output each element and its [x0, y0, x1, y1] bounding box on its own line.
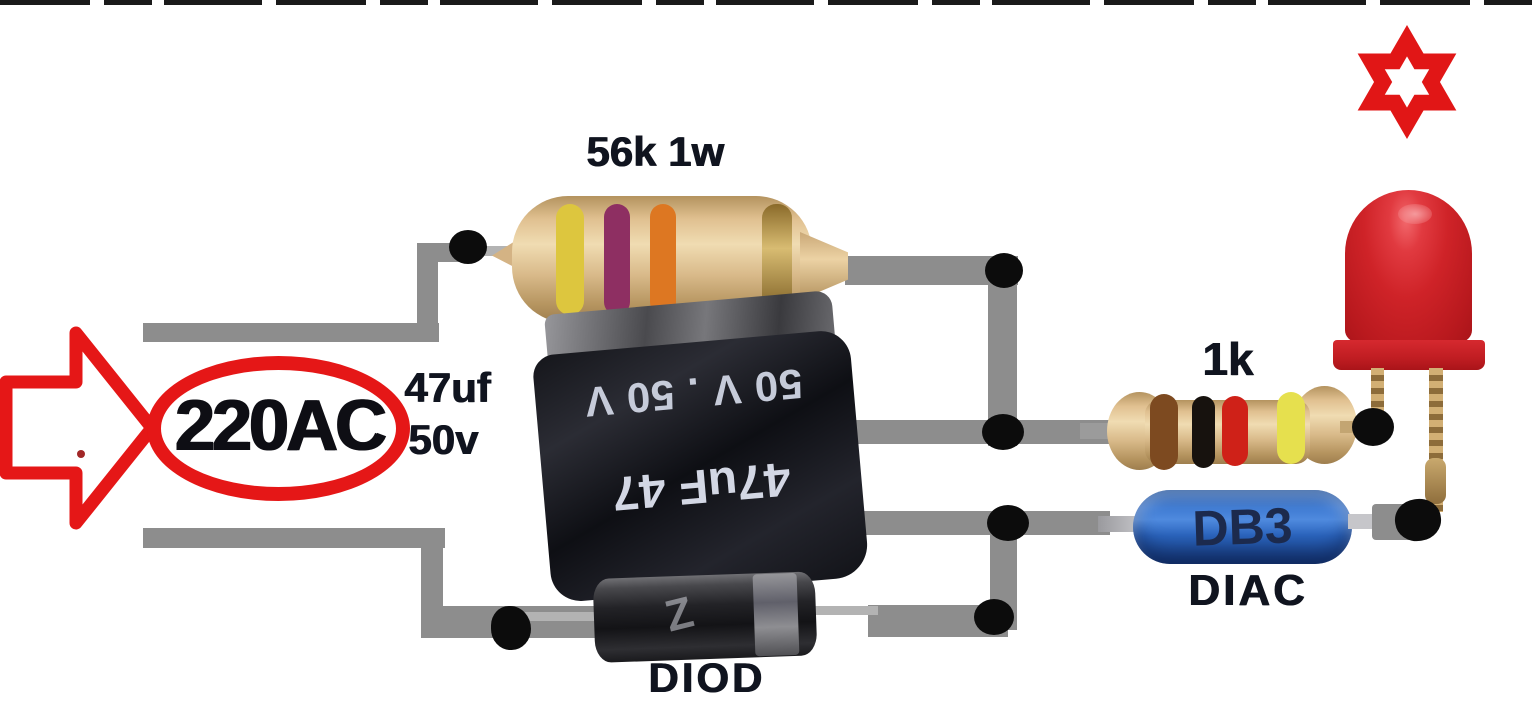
source-label: 220AC — [173, 385, 386, 466]
junction-dot — [985, 253, 1023, 288]
led-right-leg-solder — [1425, 458, 1446, 504]
led — [1330, 186, 1510, 516]
wire-source-top — [143, 323, 439, 342]
junction-dot — [491, 606, 531, 650]
color-band-yellow — [556, 204, 584, 315]
wire-bottom-left-vertical — [421, 528, 443, 638]
diac-print: DB3 — [1191, 497, 1294, 557]
diac: DB3 — [1095, 486, 1440, 578]
wire-middle — [850, 420, 1112, 444]
diode-cathode-band — [752, 572, 800, 657]
wire-source-top-vertical — [417, 243, 438, 342]
led-glint — [1398, 204, 1432, 224]
six-pointed-star-icon — [1357, 25, 1457, 139]
arrow-red-speck — [77, 450, 85, 458]
wire-source-bottom — [143, 528, 445, 548]
junction-dot — [1352, 408, 1394, 446]
junction-dot — [449, 230, 487, 264]
resistor-1k — [1080, 378, 1380, 478]
color-band-yellow2 — [1277, 392, 1305, 464]
junction-dot — [987, 505, 1029, 541]
label-capacitor-voltage: 50v — [408, 416, 479, 463]
label-diode: DIOD — [648, 654, 765, 701]
label-diac: DIAC — [1188, 566, 1308, 615]
led-flange — [1333, 340, 1485, 370]
wire-to-diac — [850, 511, 1110, 535]
diode-left-lead — [522, 612, 612, 621]
label-resistor-56k: 56k 1w — [586, 128, 724, 175]
color-band-violet — [604, 204, 630, 315]
diode-right-lead — [798, 606, 878, 615]
junction-dot — [974, 599, 1014, 635]
label-resistor-1k: 1k — [1202, 333, 1254, 385]
junction-dot — [982, 414, 1024, 450]
color-band-brown — [1150, 394, 1178, 470]
label-capacitor-value: 47uf — [404, 364, 491, 411]
color-band-black — [1192, 396, 1215, 468]
diac-body — [1133, 490, 1352, 564]
capacitor-47uf: 50 V . 50 V 47uF 47 — [526, 286, 875, 605]
top-dashed-border — [0, 0, 1536, 5]
color-band-orange — [650, 204, 676, 315]
arrow-right-icon — [0, 326, 159, 530]
source-ellipse: 220AC — [147, 356, 410, 501]
color-band-red — [1222, 396, 1248, 466]
